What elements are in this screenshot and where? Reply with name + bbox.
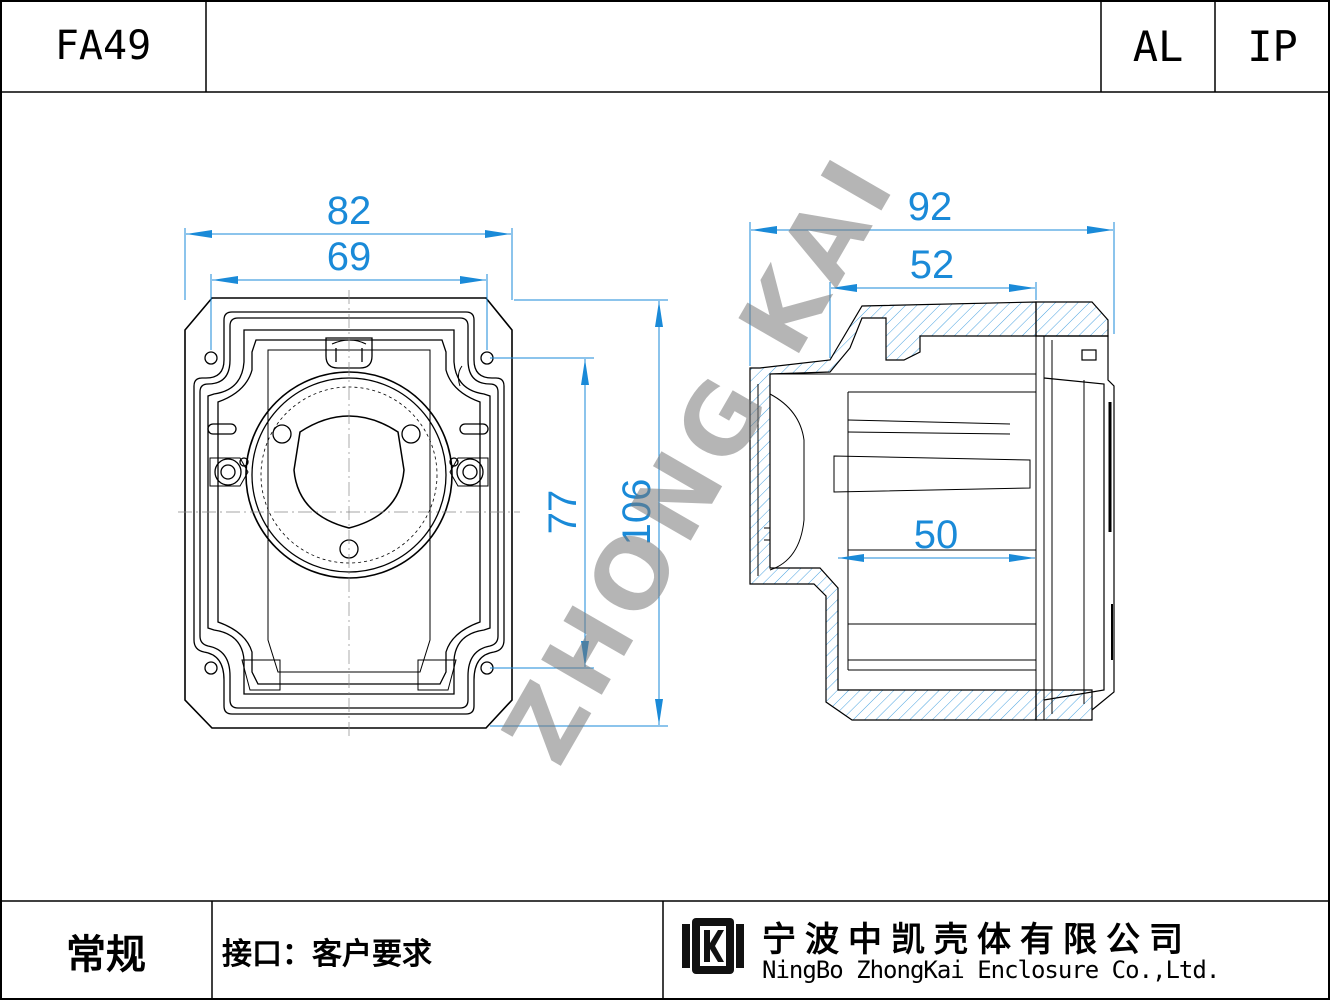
protection-code: IP <box>1247 21 1298 71</box>
dim-outer-height: 106 <box>615 479 659 546</box>
company-name-en: NingBo ZhongKai Enclosure Co.,Ltd. <box>762 956 1220 984</box>
material-code: AL <box>1132 21 1184 71</box>
dim-upper-depth: 52 <box>910 243 955 287</box>
model-code: FA49 <box>54 23 152 69</box>
dim-total-depth: 92 <box>908 185 953 229</box>
interface-note: 接口：客户要求 <box>222 936 432 972</box>
standard-label: 常规 <box>66 931 146 978</box>
dim-inner-depth: 50 <box>914 513 959 557</box>
front-view <box>178 290 520 736</box>
dim-inner-height: 77 <box>541 490 585 535</box>
company-name-cn: 宁波中凯壳体有限公司 <box>762 920 1192 960</box>
dim-outer-width: 82 <box>327 189 372 233</box>
side-dimensions <box>749 222 1115 562</box>
dim-inner-width: 69 <box>327 235 372 279</box>
zk-logo-icon <box>682 918 744 974</box>
front-dimensions <box>184 228 668 727</box>
side-view <box>749 301 1115 721</box>
